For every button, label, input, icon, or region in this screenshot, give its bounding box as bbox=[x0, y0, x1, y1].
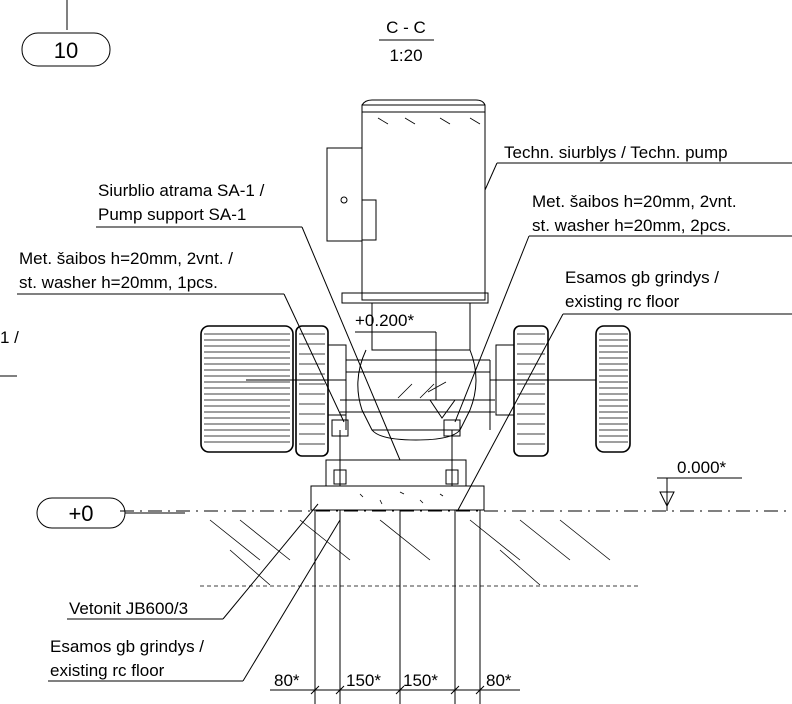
label-washer-right-1: Met. šaibos h=20mm, 2vnt. bbox=[532, 192, 737, 211]
existing-floor-hatch bbox=[120, 510, 792, 587]
level-top: +0.200* bbox=[355, 311, 414, 330]
label-washer-right-2: st. washer h=20mm, 2pcs. bbox=[532, 216, 731, 235]
label-washer-left-2: st. washer h=20mm, 1pcs. bbox=[19, 273, 218, 292]
grout-pad bbox=[310, 485, 485, 511]
pump-motor bbox=[326, 99, 489, 351]
section-title: C - C bbox=[386, 18, 426, 37]
dimension-chain bbox=[270, 510, 520, 704]
label-floor-left-1: Esamos gb grindys / bbox=[50, 637, 204, 656]
callout-leaders bbox=[0, 162, 792, 682]
dim-4: 80* bbox=[486, 671, 512, 690]
right-valve-handwheel bbox=[490, 325, 631, 457]
level-ref: +0 bbox=[68, 501, 93, 526]
pump-housing bbox=[340, 349, 495, 441]
sheet-ref-bubble bbox=[21, 32, 111, 67]
label-floor-right-2: existing rc floor bbox=[565, 292, 680, 311]
sheet-ref: 10 bbox=[54, 38, 78, 63]
dim-1: 80* bbox=[274, 671, 300, 690]
label-vetonit: Vetonit JB600/3 bbox=[69, 599, 188, 618]
label-floor-left-2: existing rc floor bbox=[50, 661, 165, 680]
label-pump: Techn. siurblys / Techn. pump bbox=[504, 143, 728, 162]
dim-3: 150* bbox=[403, 671, 438, 690]
label-washer-left-1: Met. šaibos h=20mm, 2vnt. / bbox=[19, 249, 233, 268]
label-cut: 1 / bbox=[0, 328, 19, 347]
section-scale: 1:20 bbox=[389, 46, 422, 65]
label-support-1: Siurblio atrama SA-1 / bbox=[98, 181, 265, 200]
left-valve-handwheel bbox=[200, 325, 347, 457]
pump-support bbox=[325, 419, 467, 487]
level-zero-marker bbox=[657, 477, 742, 511]
label-support-2: Pump support SA-1 bbox=[98, 205, 246, 224]
dim-2: 150* bbox=[346, 671, 381, 690]
level-zero: 0.000* bbox=[677, 458, 727, 477]
label-floor-right-1: Esamos gb grindys / bbox=[565, 268, 719, 287]
